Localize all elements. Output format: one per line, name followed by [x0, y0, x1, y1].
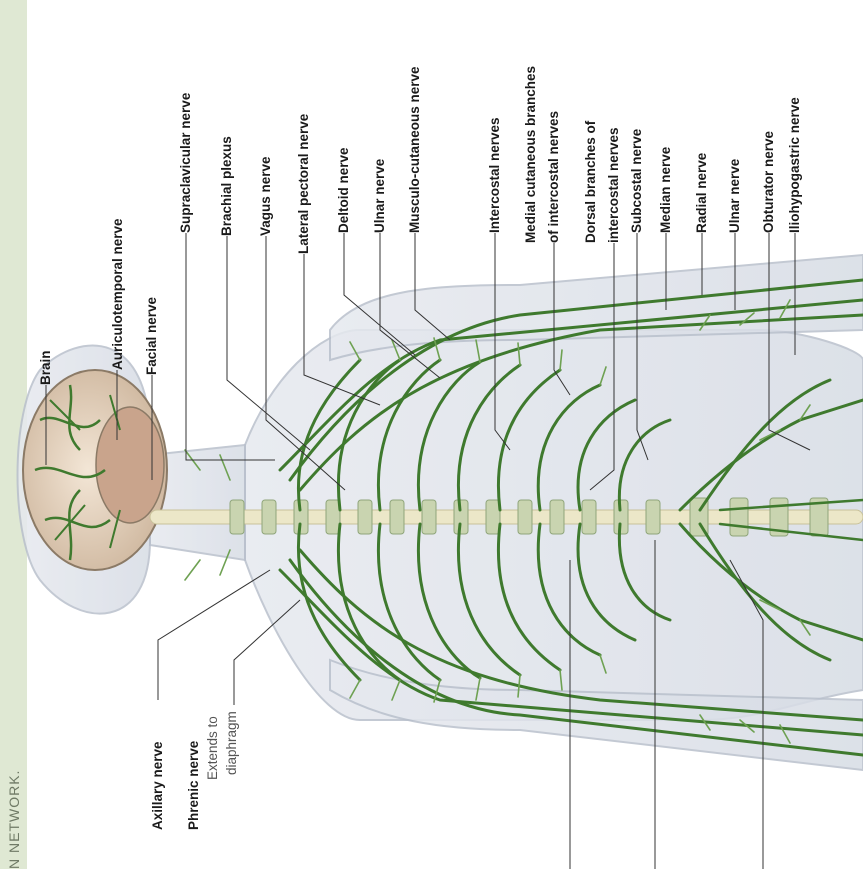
label-brain: Brain [38, 350, 53, 385]
label-facial-nerve: Facial nerve [144, 297, 159, 375]
label-iliohypogastric-nerve: Iliohypogastric nerve [787, 97, 802, 233]
label-phrenic-note-line2: diaphragm [224, 711, 239, 775]
label-medial-cutaneous-line2: of intercostal nerves [546, 111, 561, 243]
label-axillary-nerve: Axillary nerve [150, 741, 165, 830]
label-intercostal-nerves: Intercostal nerves [487, 117, 502, 233]
label-vagus-nerve: Vagus nerve [258, 156, 273, 236]
label-supraclavicular-nerve: Supraclavicular nerve [178, 93, 193, 233]
label-radial-nerve: Radial nerve [694, 153, 709, 233]
label-ulnar-nerve-forearm: Ulnar nerve [727, 159, 742, 233]
label-brachial-plexus: Brachial plexus [219, 136, 234, 236]
label-ulnar-nerve-arm: Ulnar nerve [372, 159, 387, 233]
label-phrenic-note-line1: Extends to [205, 716, 220, 780]
label-medial-cutaneous-line1: Medial cutaneous branches [523, 66, 538, 243]
label-dorsal-branches-line2: intercostal nerves [606, 127, 621, 243]
label-dorsal-branches-line1: Dorsal branches of [583, 121, 598, 243]
label-obturator-nerve: Obturator nerve [761, 131, 776, 233]
label-musculo-cutaneous-nerve: Musculo-cutaneous nerve [407, 66, 422, 233]
label-lateral-pectoral-nerve: Lateral pectoral nerve [296, 114, 311, 254]
label-subcostal-nerve: Subcostal nerve [629, 129, 644, 233]
brain-illustration [23, 370, 167, 570]
label-deltoid-nerve: Deltoid nerve [336, 147, 351, 233]
label-auriculotemporal-nerve: Auriculotemporal nerve [110, 218, 125, 370]
label-phrenic-nerve: Phrenic nerve [186, 741, 201, 830]
label-median-nerve: Median nerve [658, 147, 673, 233]
